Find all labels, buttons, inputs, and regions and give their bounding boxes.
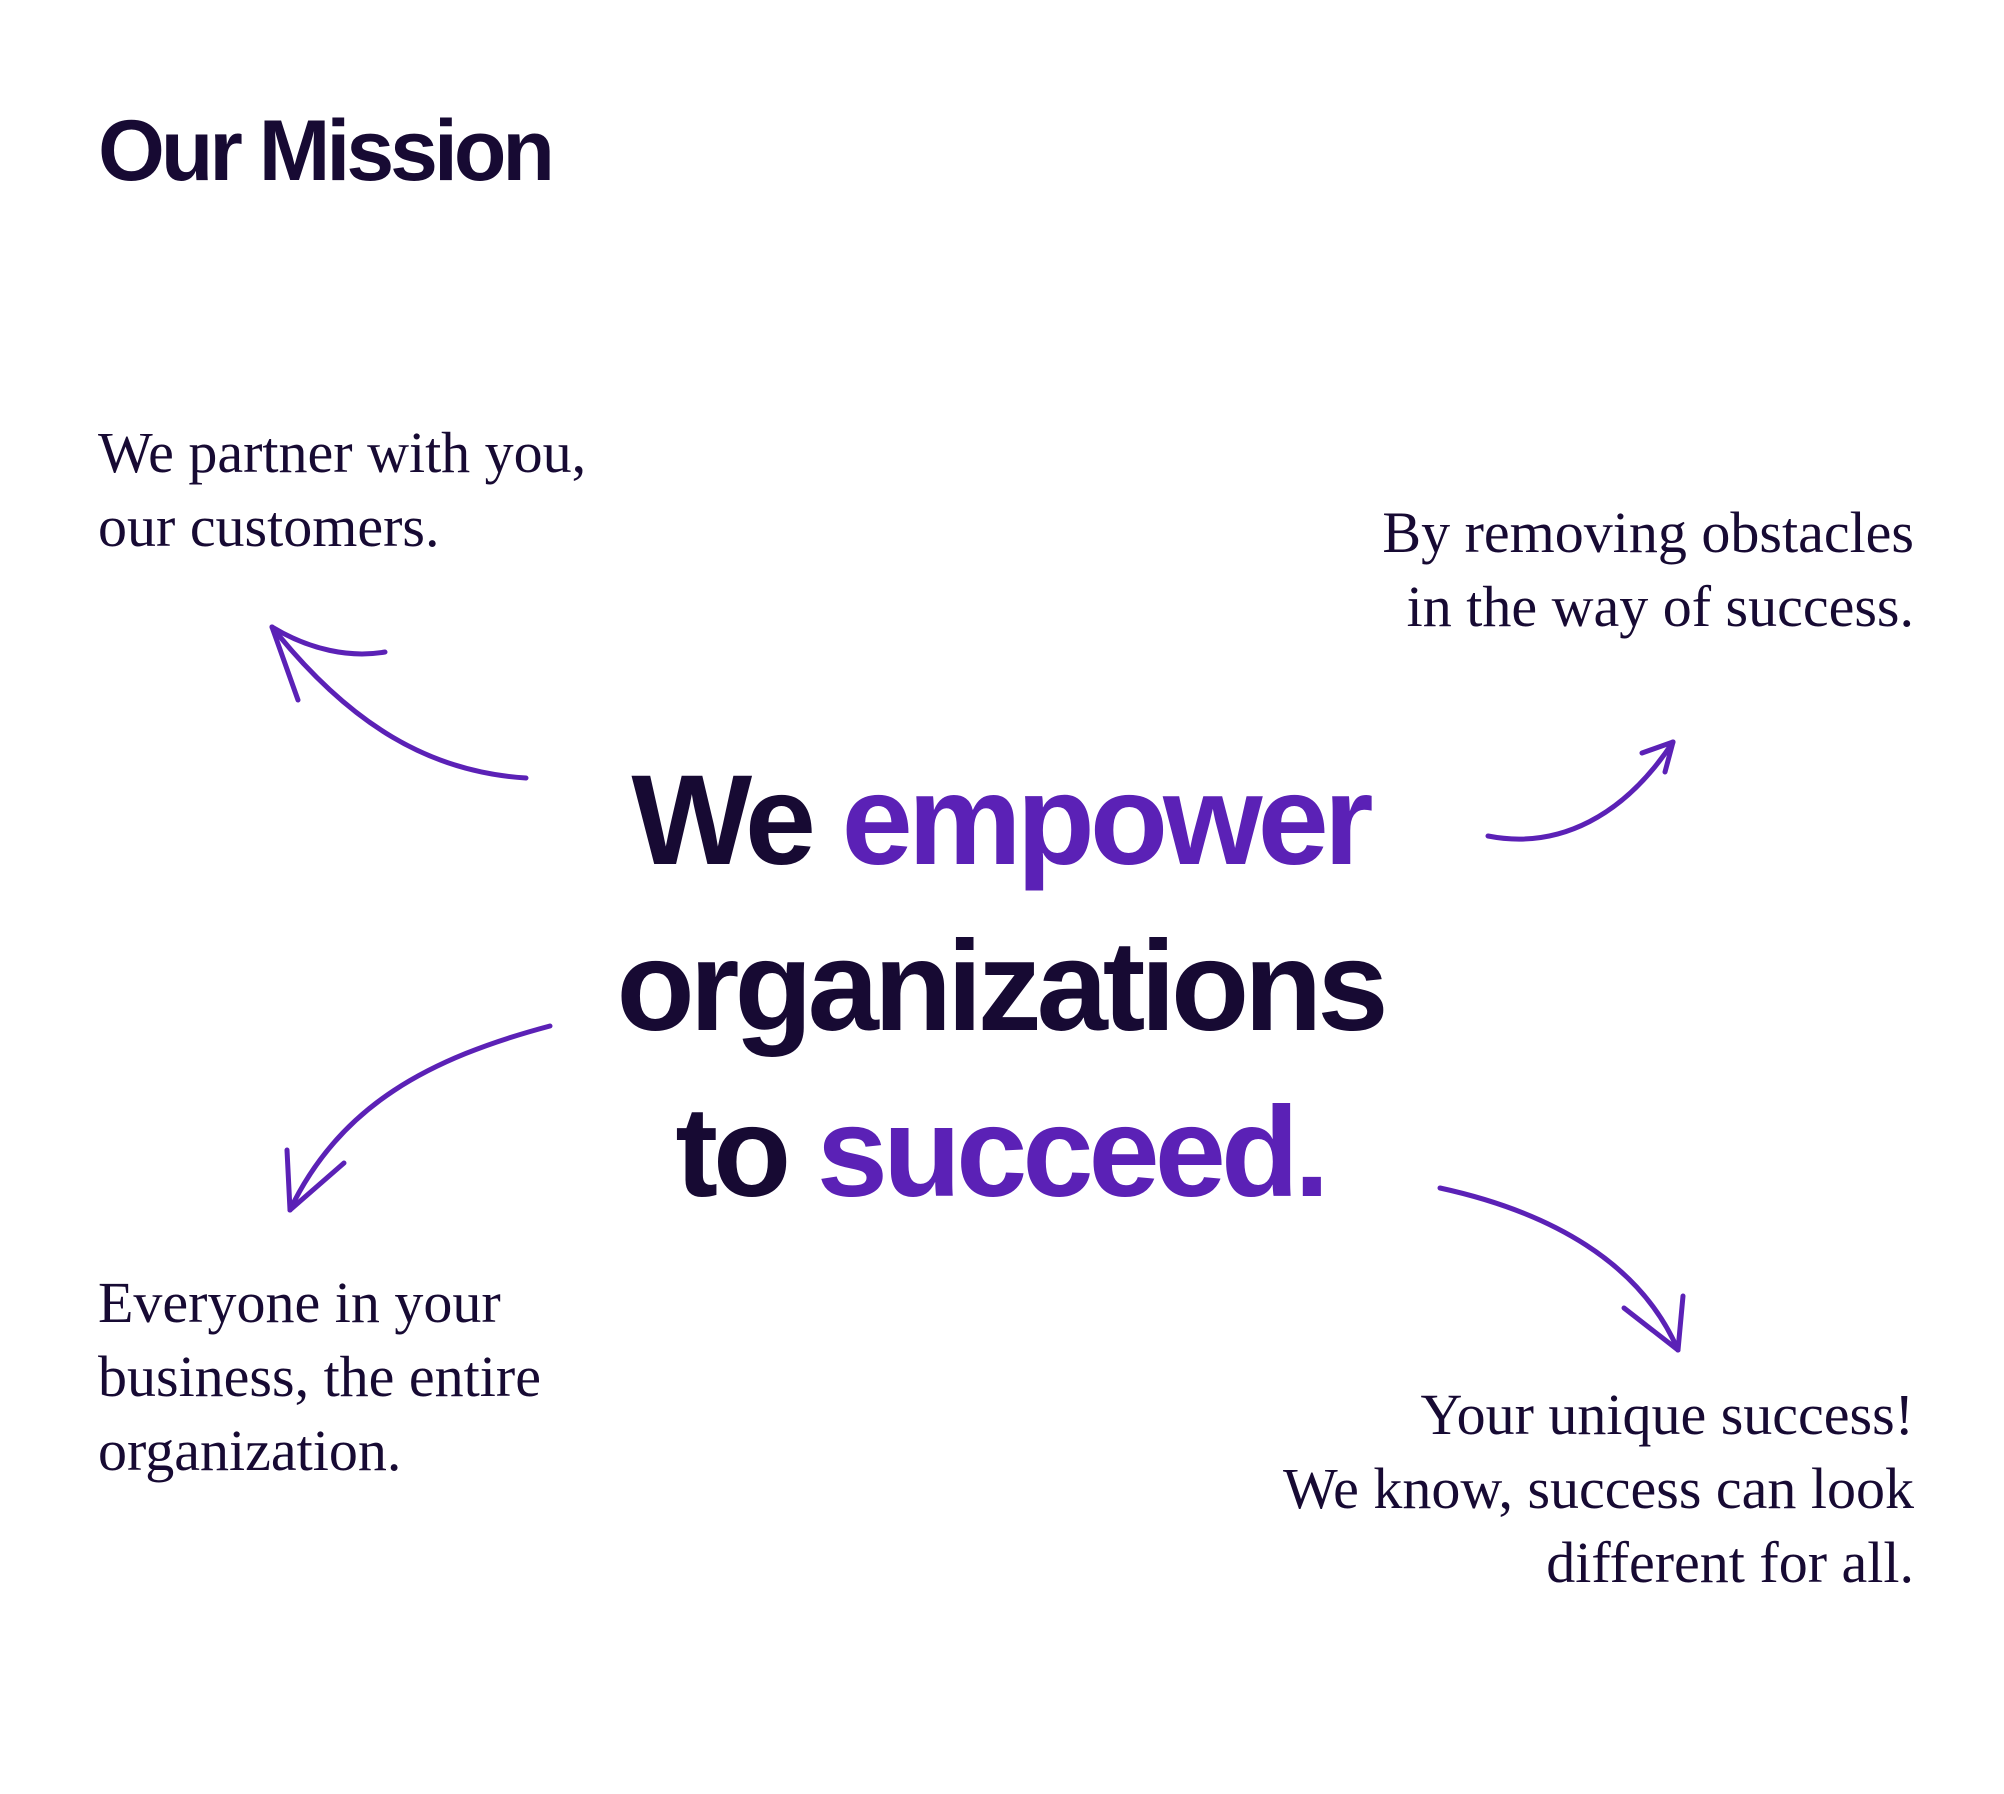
headline-word-dark: We <box>631 749 816 892</box>
arrow-top-right-icon <box>1485 739 1676 842</box>
headline-word-accent: succeed. <box>816 1081 1330 1224</box>
note-obstacles-line: in the way of success. <box>1406 574 1914 639</box>
note-obstacles-line: By removing obstacles <box>1382 500 1914 565</box>
mission-headline: We empower organizations to succeed. <box>500 738 1500 1236</box>
headline-word-accent: empower <box>841 749 1374 892</box>
note-everyone-line: business, the entire <box>98 1344 541 1409</box>
arrow-top-left-icon <box>269 624 529 781</box>
note-everyone: Everyone in your business, the entire or… <box>98 1266 541 1488</box>
note-everyone-line: Everyone in your <box>98 1270 501 1335</box>
note-unique-success-line: We know, success can look <box>1282 1456 1914 1521</box>
note-partner-line: We partner with you, <box>98 420 587 485</box>
note-partner-line: our customers. <box>98 494 440 559</box>
headline-line-2: organizations <box>616 915 1388 1058</box>
note-unique-success-line: different for all. <box>1546 1530 1914 1595</box>
note-unique-success-line: Your unique success! <box>1420 1382 1914 1447</box>
page-title: Our Mission <box>98 103 555 199</box>
note-obstacles: By removing obstacles in the way of succ… <box>1382 496 1914 644</box>
note-partner: We partner with you, our customers. <box>98 416 586 564</box>
headline-line-1: We empower <box>500 738 1500 904</box>
headline-line-3: to succeed. <box>500 1070 1500 1236</box>
headline-word-dark: to <box>675 1081 791 1224</box>
note-unique-success: Your unique success! We know, success ca… <box>1283 1378 1914 1600</box>
note-everyone-line: organization. <box>98 1418 402 1483</box>
